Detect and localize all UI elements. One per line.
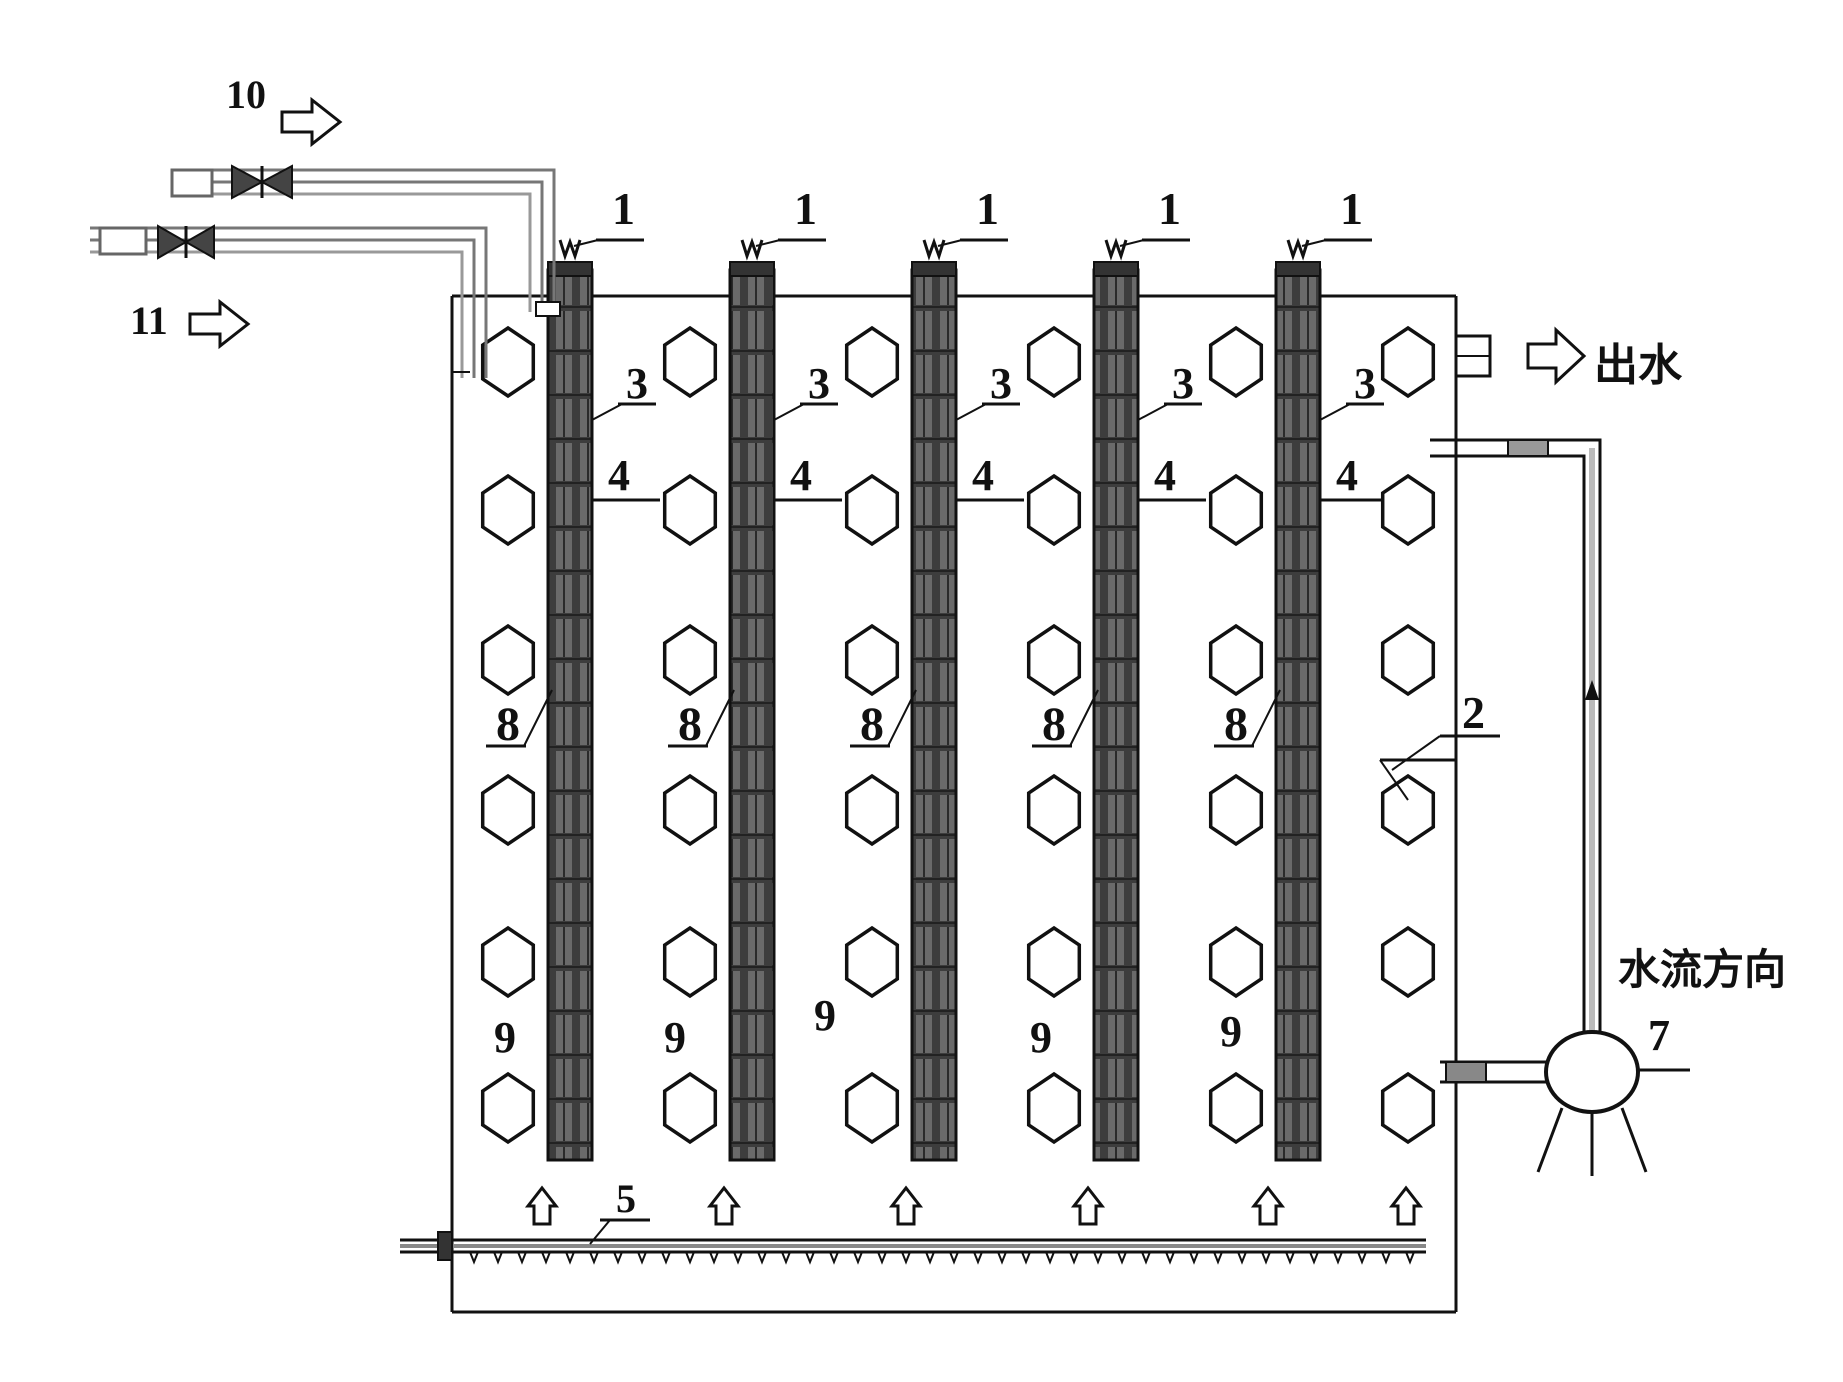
label-9: 9 bbox=[1030, 1013, 1052, 1062]
label-8: 8 bbox=[496, 698, 520, 751]
filler-hexagon bbox=[480, 623, 536, 697]
valve-11[interactable] bbox=[98, 224, 215, 260]
filler-hexagon bbox=[1026, 623, 1082, 697]
filler-hexagon bbox=[1026, 473, 1082, 547]
filler-hexagon bbox=[1026, 773, 1082, 847]
air-up-arrow-icon bbox=[1250, 1185, 1286, 1226]
label-1: 1 bbox=[976, 183, 999, 234]
filler-hexagon bbox=[844, 773, 900, 847]
filler-hexagon bbox=[1380, 773, 1436, 847]
label-3: 3 bbox=[808, 359, 830, 408]
filler-hexagon bbox=[1208, 1071, 1264, 1145]
filler-hexagon bbox=[1026, 1071, 1082, 1145]
electrode-1 bbox=[486, 238, 660, 1162]
electrode-5 bbox=[1214, 238, 1388, 1162]
filler-hexagon bbox=[662, 623, 718, 697]
filler-hexagon bbox=[1208, 473, 1264, 547]
air-up-arrow-icon bbox=[524, 1185, 560, 1226]
filler-hexagon bbox=[1208, 773, 1264, 847]
gas-outlet-pipes bbox=[90, 96, 561, 378]
label-1: 1 bbox=[1158, 183, 1181, 234]
filler-hexagon bbox=[480, 325, 536, 399]
flow-arrow-icon bbox=[1585, 680, 1599, 700]
filler-hexagon bbox=[480, 773, 536, 847]
label-9: 9 bbox=[814, 991, 836, 1040]
air-up-arrow-icon bbox=[1070, 1185, 1106, 1226]
label-flow-direction: 水流方向 bbox=[1618, 945, 1786, 994]
filler-hexagon bbox=[844, 623, 900, 697]
filler-hexagon bbox=[1380, 325, 1436, 399]
pump-icon bbox=[1544, 1030, 1640, 1114]
label-4: 4 bbox=[790, 451, 812, 500]
label-4: 4 bbox=[608, 451, 630, 500]
filler-hexagon bbox=[1026, 925, 1082, 999]
label-3: 3 bbox=[1172, 359, 1194, 408]
label-2: 2 bbox=[1462, 687, 1485, 738]
filler-hexagon bbox=[662, 1071, 718, 1145]
electrode-4 bbox=[1032, 238, 1206, 1162]
electrode-2 bbox=[668, 238, 842, 1162]
filler-hexagon bbox=[480, 473, 536, 547]
aeration-arrows bbox=[524, 1185, 1424, 1226]
air-up-arrow-icon bbox=[888, 1185, 924, 1226]
air-up-arrow-icon bbox=[706, 1185, 742, 1226]
label-8: 8 bbox=[860, 698, 884, 751]
label-11: 11 bbox=[130, 298, 168, 343]
label-9: 9 bbox=[1220, 1007, 1242, 1056]
label-10: 10 bbox=[226, 72, 266, 117]
valve-10[interactable] bbox=[170, 164, 293, 200]
filler-hexagon bbox=[1380, 925, 1436, 999]
filler-hexagon bbox=[1380, 473, 1436, 547]
label-1: 1 bbox=[612, 183, 635, 234]
filler-hexagon bbox=[844, 325, 900, 399]
electrodes bbox=[486, 238, 1388, 1162]
filler-hexagon bbox=[1380, 1071, 1436, 1145]
label-water-out: 出水 bbox=[1594, 340, 1683, 391]
filler-hexagon bbox=[1208, 325, 1264, 399]
filler-hexagon bbox=[662, 925, 718, 999]
filler-grid bbox=[480, 325, 1436, 1145]
air-up-arrow-icon bbox=[1388, 1185, 1424, 1226]
electrode-labels: 1 3 4 8 1 3 4 8 1 3 4 8 1 3 4 8 1 3 4 8 bbox=[496, 183, 1376, 751]
label-4: 4 bbox=[1336, 451, 1358, 500]
aeration-pipe bbox=[400, 1231, 1426, 1265]
label-3: 3 bbox=[626, 359, 648, 408]
label-8: 8 bbox=[1042, 698, 1066, 751]
filler-labels: 9 9 9 9 9 bbox=[494, 991, 1242, 1062]
water-outlet bbox=[1454, 326, 1587, 386]
aeration-pipe-joint bbox=[437, 1231, 453, 1261]
filler-hexagon bbox=[844, 1071, 900, 1145]
label-3: 3 bbox=[990, 359, 1012, 408]
filler-hexagon bbox=[662, 325, 718, 399]
filler-hexagon bbox=[1208, 925, 1264, 999]
label-8: 8 bbox=[1224, 698, 1248, 751]
label-3: 3 bbox=[1354, 359, 1376, 408]
filler-hexagon bbox=[480, 1071, 536, 1145]
filler-hexagon bbox=[1380, 623, 1436, 697]
filler-hexagon bbox=[844, 925, 900, 999]
label-1: 1 bbox=[1340, 183, 1363, 234]
electrode-3 bbox=[850, 238, 1024, 1162]
label-4: 4 bbox=[972, 451, 994, 500]
label-9: 9 bbox=[494, 1013, 516, 1062]
filler-hexagon bbox=[480, 925, 536, 999]
label-8: 8 bbox=[678, 698, 702, 751]
pump[interactable] bbox=[1536, 1030, 1648, 1176]
label-4: 4 bbox=[1154, 451, 1176, 500]
gas-out-arrow-10-icon bbox=[280, 96, 343, 148]
gas-out-arrow-11-icon bbox=[188, 298, 251, 350]
filler-hexagon bbox=[1026, 325, 1082, 399]
filler-hexagon bbox=[662, 773, 718, 847]
recirculation-loop bbox=[1379, 438, 1690, 1176]
water-out-arrow-icon bbox=[1526, 326, 1587, 386]
filler-hexagon bbox=[844, 473, 900, 547]
label-7: 7 bbox=[1648, 1011, 1670, 1060]
filler-hexagon bbox=[662, 473, 718, 547]
filler-hexagon bbox=[1208, 623, 1264, 697]
label-5: 5 bbox=[616, 1176, 636, 1221]
label-9: 9 bbox=[664, 1013, 686, 1062]
label-1: 1 bbox=[794, 183, 817, 234]
